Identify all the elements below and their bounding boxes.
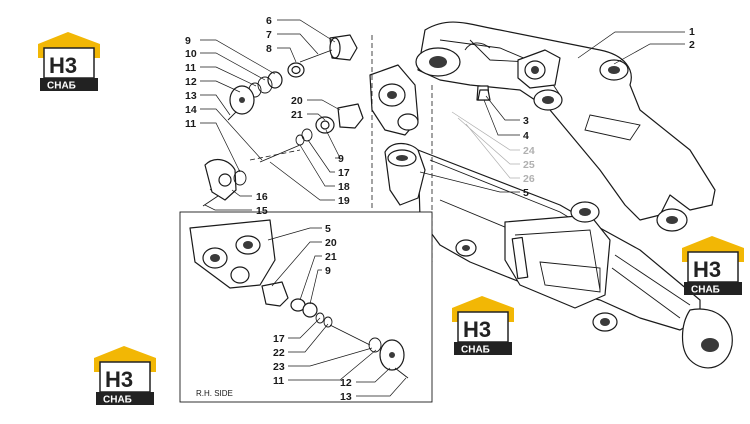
watermark-logo-2: H3 CHAБ	[682, 236, 744, 296]
callout-3: 3	[523, 115, 529, 127]
watermark-logo-4: H3 CHAБ	[94, 346, 156, 406]
callout-20: 20	[291, 95, 303, 107]
svg-text:H3: H3	[105, 367, 133, 392]
leader-lines	[200, 19, 685, 397]
callout-17: 17	[338, 167, 350, 179]
svg-text:H3: H3	[49, 53, 77, 78]
callout-2: 2	[689, 39, 695, 51]
callout-26: 26	[523, 173, 535, 185]
inset-callout-13: 13	[340, 391, 352, 403]
inset-callout-22: 22	[273, 347, 285, 359]
callout-9: 9	[185, 35, 191, 47]
callout-6: 6	[266, 15, 272, 27]
trunnion-carrier	[369, 64, 426, 206]
callout-18: 18	[338, 181, 350, 193]
callout-14: 14	[185, 104, 197, 116]
inset-callout-9: 9	[325, 265, 331, 277]
inset-callout-11: 11	[273, 375, 284, 387]
callouts: 1 2 3 4 24 25 26 5 6 7 8 9 10 11 12 13 1…	[185, 15, 695, 403]
watermark-logo-3-text: CHAБ	[461, 345, 490, 356]
watermark-logo-3: H3 CHAБ	[452, 296, 514, 356]
callout-4: 4	[523, 130, 529, 142]
callout-9b: 9	[338, 153, 344, 165]
svg-text:H3: H3	[693, 257, 721, 282]
callout-25: 25	[523, 159, 535, 171]
inset-callout-23: 23	[273, 361, 285, 373]
callout-5: 5	[523, 187, 529, 199]
inset-callout-21: 21	[325, 251, 337, 263]
exploded-parts	[202, 34, 491, 207]
rh-side-inset: R.H. SIDE	[179, 211, 433, 403]
callout-1: 1	[689, 26, 695, 38]
axle-housing	[417, 149, 733, 369]
callout-15: 15	[256, 205, 268, 217]
callout-24: 24	[523, 145, 535, 157]
inset-callout-12: 12	[340, 377, 352, 389]
callout-10: 10	[185, 48, 197, 60]
watermark-logo-4-text: CHAБ	[103, 395, 132, 406]
callout-16: 16	[256, 191, 268, 203]
callout-21: 21	[291, 109, 303, 121]
callout-12: 12	[185, 76, 197, 88]
callout-19: 19	[338, 195, 350, 207]
callout-8: 8	[266, 43, 272, 55]
watermark-logo-1-text: CHAБ	[47, 81, 76, 92]
inset-callout-5: 5	[325, 223, 331, 235]
callout-13: 13	[185, 90, 197, 102]
watermark-logo-2-text: CHAБ	[691, 285, 720, 296]
callout-11: 11	[185, 62, 196, 74]
callout-7: 7	[266, 29, 272, 41]
inset-callout-20: 20	[325, 237, 337, 249]
watermark-logos: H3 CHAБ H3 CHAБ H3 CHAБ H3 CHAБ	[38, 32, 744, 406]
inset-callout-17: 17	[273, 333, 285, 345]
callout-11b: 11	[185, 118, 196, 130]
watermark-logo-1: H3 CHAБ	[38, 32, 100, 92]
inset-caption: R.H. SIDE	[196, 389, 233, 398]
oscillating-frame	[415, 21, 716, 232]
svg-text:H3: H3	[463, 317, 491, 342]
